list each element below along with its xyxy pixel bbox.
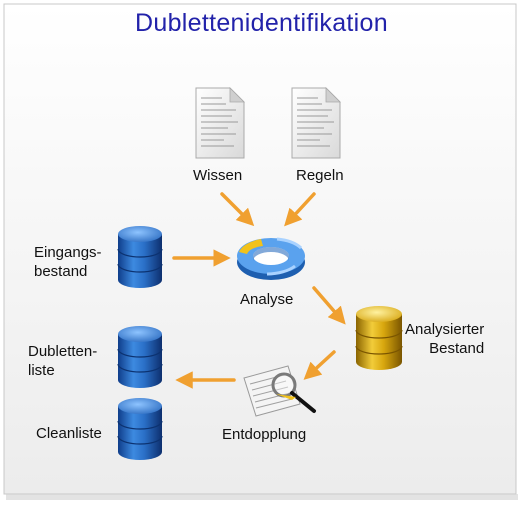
eingangsbestand-label: Eingangs- bestand (34, 243, 102, 281)
entdopplung-label: Entdopplung (222, 426, 307, 443)
dublettenliste-database-icon (117, 326, 163, 388)
analysierter-bestand-label: Analysierter Bestand (405, 320, 484, 358)
arrow-regeln-to-analyse (284, 192, 316, 227)
eingangsbestand-database-icon (117, 226, 163, 288)
dublettenliste-label: Dubletten- liste (28, 342, 97, 380)
arrow-analysierter-bestand-to-entdopplung (303, 350, 336, 380)
wissen-label: Wissen (193, 167, 243, 184)
entdopplung-document-icon (243, 365, 316, 417)
cleanliste-database-icon (117, 398, 163, 460)
analysierter-bestand-database-icon (355, 306, 403, 370)
analyse-cycle-icon (237, 237, 305, 280)
regeln-document-icon (291, 87, 341, 159)
arrow-analyse-to-analysierter-bestand (312, 286, 346, 325)
flow-arrows (172, 192, 346, 389)
analyse-label: Analyse (240, 291, 294, 308)
wissen-document-icon (195, 87, 245, 159)
regeln-label: Regeln (296, 167, 344, 184)
dublettenliste-label-line-1: Dubletten- (28, 343, 98, 360)
arrow-wissen-to-analyse (220, 192, 255, 227)
page-shadow (6, 494, 518, 500)
dublettenliste-label-line-2: liste (28, 362, 55, 379)
diagram-title: Dublettenidentifikation (135, 9, 388, 37)
analysierter-bestand-label-line-1: Analysierter (405, 321, 485, 338)
eingangsbestand-label-line-2: bestand (34, 263, 88, 280)
cleanliste-label: Cleanliste (36, 425, 102, 442)
eingangsbestand-label-line-1: Eingangs- (34, 244, 102, 261)
analysierter-bestand-label-line-2: Bestand (429, 340, 485, 357)
